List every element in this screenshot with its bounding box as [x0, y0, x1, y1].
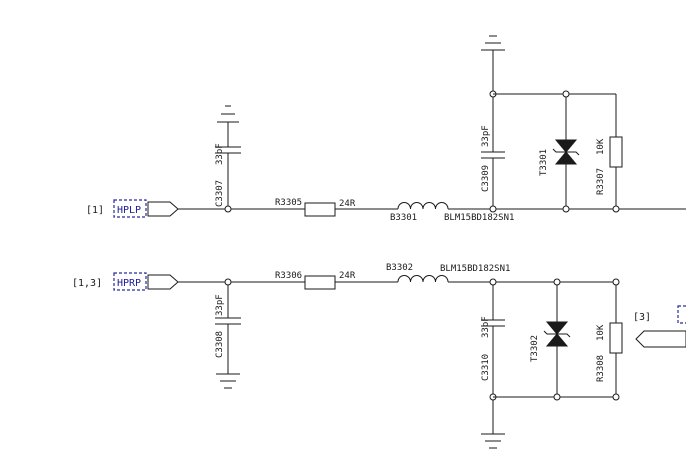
junction-r3307 [612, 205, 620, 213]
label-t3301-ref: T3301 [539, 149, 549, 176]
junction-bottom-rail-right [612, 393, 620, 401]
label-c3310-ref: C3310 [481, 354, 491, 381]
label-b3302-ref: B3302 [386, 263, 413, 273]
label-r3305-value: 24R [339, 199, 356, 209]
tvs-t3302-bar [543, 330, 571, 338]
label-c3309-ref: C3309 [481, 165, 491, 192]
label-c3308-value: 33pF [215, 294, 225, 316]
label-r3307-value: 10K [596, 138, 606, 155]
resistor-r3308 [609, 322, 623, 354]
label-b3301-ref: B3301 [390, 213, 417, 223]
label-b3301-part: BLM15BD182SN1 [444, 213, 514, 223]
net-label-box-hplp [113, 199, 147, 218]
junction-t3302-bottom [553, 393, 561, 401]
junction-t3301-bottom [562, 205, 570, 213]
tvs-t3301-triangle-b [554, 151, 578, 165]
label-r3307-ref: R3307 [596, 168, 606, 195]
label-c3308-ref: C3308 [215, 331, 225, 358]
net-label-box-right [677, 305, 686, 324]
net-label-hplp: HPLP [117, 205, 141, 216]
port-ref-right: [3] [633, 312, 651, 323]
net-label-box-hprp [113, 272, 147, 291]
junction-t3302-top [553, 278, 561, 286]
resistor-r3307 [609, 136, 623, 168]
port-flag-hprp [147, 274, 179, 290]
label-b3302-part: BLM15BD182SN1 [440, 264, 510, 274]
label-c3310-value: 33pF [481, 316, 491, 338]
label-c3307-ref: C3307 [215, 180, 225, 207]
label-r3306-ref: R3306 [275, 271, 302, 281]
junction-c3310-top [489, 278, 497, 286]
junction-c3309-bottom [489, 205, 497, 213]
port-flag-hplp [147, 201, 179, 217]
label-r3308-value: 10K [596, 324, 606, 341]
label-r3306-value: 24R [339, 271, 356, 281]
ferrite-bead-b3301 [397, 202, 449, 210]
label-t3302-ref: T3302 [530, 335, 540, 362]
ferrite-bead-b3302 [397, 275, 449, 283]
tvs-t3301-bar [552, 148, 580, 156]
junction-c3308 [224, 278, 232, 286]
junction-r3308 [612, 278, 620, 286]
tvs-t3302-triangle-b [545, 333, 569, 347]
port-flag-right [635, 330, 686, 348]
port-ref-bottom: [1,3] [72, 278, 102, 289]
label-c3307-value: 33pF [215, 143, 225, 165]
tvs-t3302-triangle-a [545, 321, 569, 335]
port-ref-top: [1] [86, 205, 104, 216]
label-c3309-value: 33pF [481, 125, 491, 147]
label-r3305-ref: R3305 [275, 198, 302, 208]
net-label-hprp: HPRP [117, 278, 141, 289]
resistor-r3305 [304, 202, 336, 217]
resistor-r3306 [304, 275, 336, 290]
tvs-t3301-triangle-a [554, 139, 578, 153]
junction-t3301-top [562, 90, 570, 98]
junction-c3307 [224, 205, 232, 213]
label-r3308-ref: R3308 [596, 355, 606, 382]
